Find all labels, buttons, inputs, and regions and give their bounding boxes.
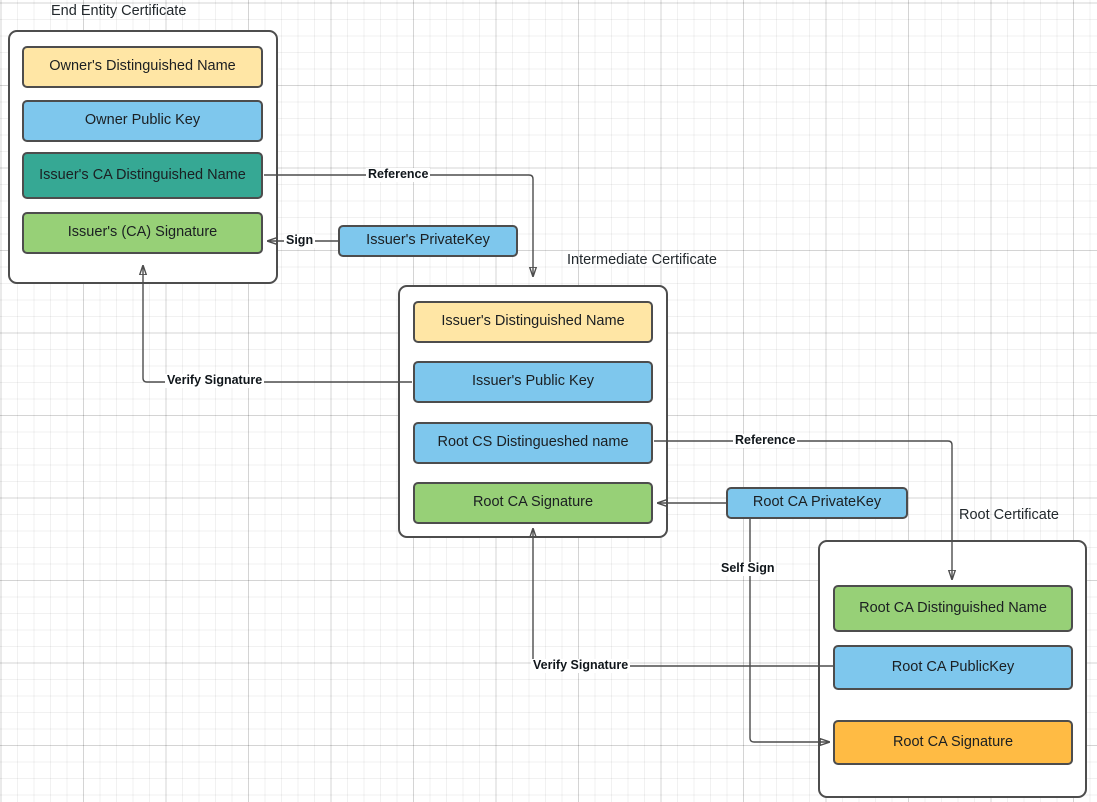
key-issuers-privatekey[interactable]: Issuer's PrivateKey xyxy=(338,225,518,257)
edge-label-ee-reference: Reference xyxy=(366,167,431,182)
caption-intermediate-certificate: Intermediate Certificate xyxy=(567,252,717,268)
field-issuers-ca-distinguished-name[interactable]: Issuer's CA Distinguished Name xyxy=(22,152,263,199)
field-issuers-ca-signature[interactable]: Issuer's (CA) Signature xyxy=(22,212,263,254)
field-owners-distinguished-name[interactable]: Owner's Distinguished Name xyxy=(22,46,263,88)
field-root-ca-distinguished-name[interactable]: Root CA Distinguished Name xyxy=(833,585,1073,632)
field-issuers-public-key[interactable]: Issuer's Public Key xyxy=(413,361,653,403)
field-issuers-distinguished-name[interactable]: Issuer's Distinguished Name xyxy=(413,301,653,343)
key-root-ca-privatekey[interactable]: Root CA PrivateKey xyxy=(726,487,908,519)
edge-label-ee-verify: Verify Signature xyxy=(165,373,265,388)
field-root-cs-distingueshed-name[interactable]: Root CS Distingueshed name xyxy=(413,422,653,464)
edge-label-ee-sign: Sign xyxy=(284,233,316,248)
edge-label-int-verify: Verify Signature xyxy=(531,658,631,673)
field-intermediate-root-ca-signature[interactable]: Root CA Signature xyxy=(413,482,653,524)
field-root-ca-publickey[interactable]: Root CA PublicKey xyxy=(833,645,1073,690)
caption-root-certificate: Root Certificate xyxy=(959,507,1059,523)
edge-label-int-reference: Reference xyxy=(733,433,798,448)
edge-int-verify xyxy=(533,529,833,667)
field-root-root-ca-signature[interactable]: Root CA Signature xyxy=(833,720,1073,765)
edge-label-root-self-sign: Self Sign xyxy=(719,561,777,576)
caption-end-entity-certificate: End Entity Certificate xyxy=(51,3,187,19)
field-owner-public-key[interactable]: Owner Public Key xyxy=(22,100,263,142)
